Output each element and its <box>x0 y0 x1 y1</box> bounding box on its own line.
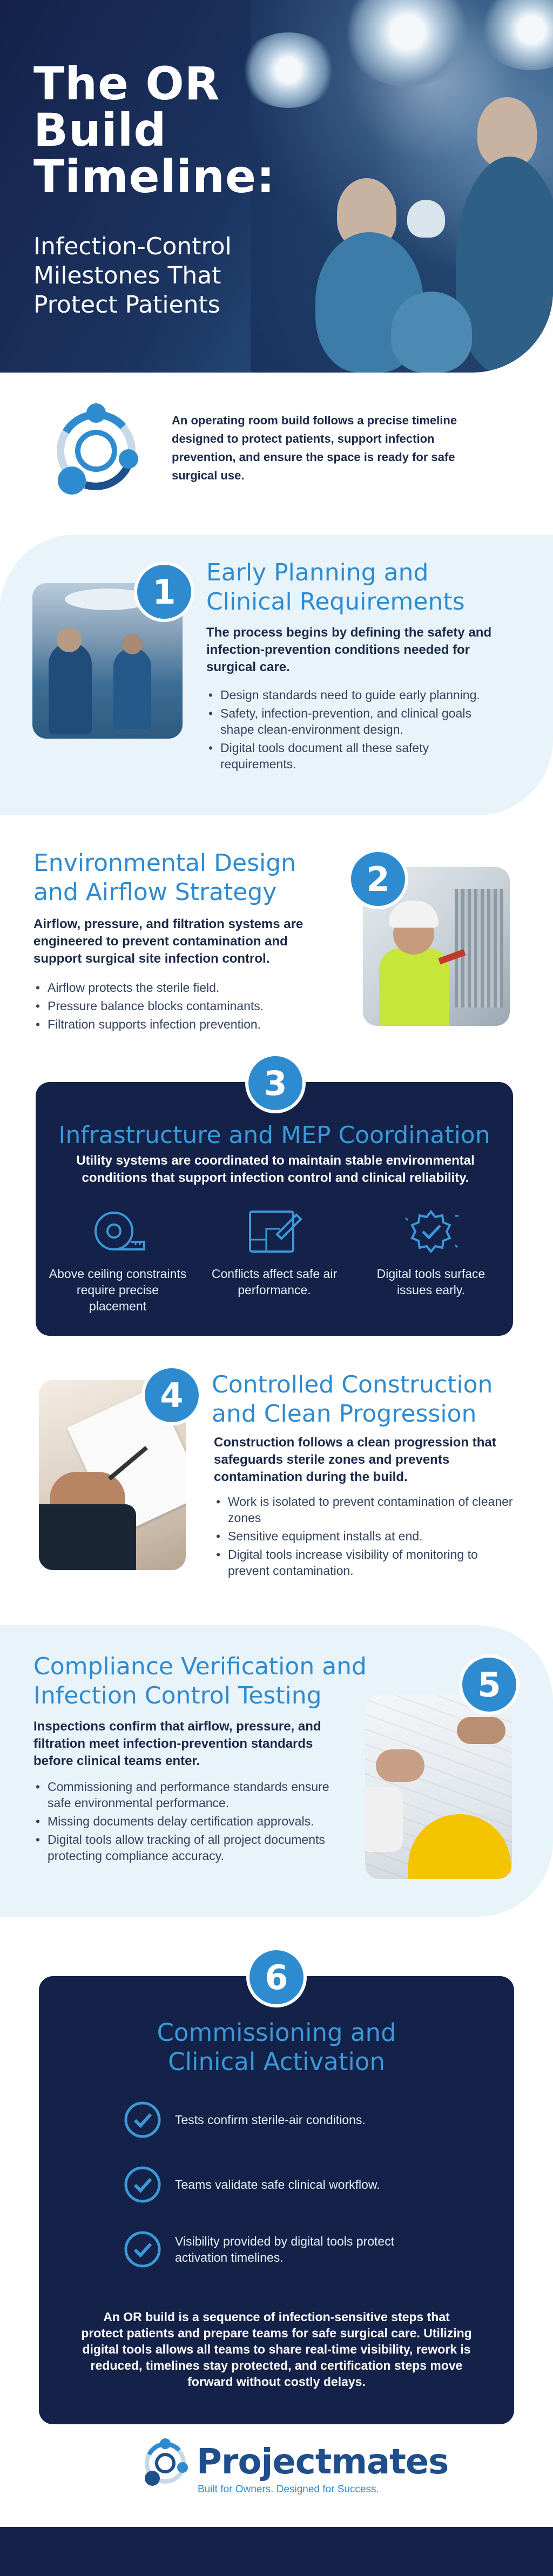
step-2-number-badge: 2 <box>348 849 408 909</box>
check-circle-icon <box>124 2231 161 2268</box>
feature-above-ceiling: Above ceiling constraints require precis… <box>48 1207 188 1314</box>
brand-logo: Projectmates <box>139 2436 449 2488</box>
check-item: Visibility provided by digital tools pro… <box>123 2230 402 2269</box>
projectmates-logo-icon <box>145 2438 188 2486</box>
list-item: Missing documents delay certification ap… <box>33 1813 352 1829</box>
brand-name: Projectmates <box>197 2442 449 2482</box>
check-item: Teams validate safe clinical workflow. <box>123 2165 380 2204</box>
step-3-title: Infrastructure and MEP Coordination <box>58 1121 490 1149</box>
step-1-lead: The process begins by defining the safet… <box>206 625 492 674</box>
step-5-lead: Inspections confirm that airflow, pressu… <box>33 1719 321 1768</box>
hero-subtitle: Infection-Control Milestones That Protec… <box>33 233 232 319</box>
blueprint-icon <box>249 1211 302 1253</box>
check-item: Tests confirm sterile-air conditions. <box>123 2100 366 2139</box>
list-item: Safety, infection-prevention, and clinic… <box>206 705 487 738</box>
hero-title: The OR Build Timeline: <box>33 57 275 203</box>
check-circle-icon <box>124 2101 161 2138</box>
step-2-lead: Airflow, pressure, and filtration system… <box>33 917 304 966</box>
list-item: Digital tools document all these safety … <box>206 740 487 772</box>
list-item: Filtration supports infection prevention… <box>33 1016 347 1032</box>
list-item: Pressure balance blocks contaminants. <box>33 998 347 1014</box>
step-4-lead: Construction follows a clean progression… <box>214 1435 496 1484</box>
step-5-title: Compliance Verification and Infection Co… <box>33 1653 367 1709</box>
hero-banner: The OR Build Timeline: Infection-Control… <box>0 0 553 373</box>
footer-bar <box>0 2527 553 2576</box>
step-4-number-badge: 4 <box>141 1365 202 1425</box>
list-item: Commissioning and performance standards … <box>33 1779 352 1811</box>
feature-conflicts: Conflicts affect safe air performance. <box>204 1207 345 1298</box>
list-item: Digital tools allow tracking of all proj… <box>33 1831 352 1864</box>
check-circle-icon <box>124 2166 161 2203</box>
cycle-logo-icon <box>57 403 138 495</box>
list-item: Sensitive equipment installs at end. <box>214 1528 516 1544</box>
step-3-lead: Utility systems are coordinated to maint… <box>76 1153 475 1185</box>
list-item: Digital tools increase visibility of mon… <box>214 1546 516 1579</box>
step-5-bullets: Commissioning and performance standards … <box>33 1779 352 1866</box>
digital-check-icon <box>404 1209 458 1254</box>
tape-measure-icon <box>95 1212 145 1250</box>
step-2-photo <box>363 867 510 1026</box>
step-3-panel <box>36 1082 513 1336</box>
step-6-panel <box>39 1976 514 2424</box>
step-1-bullets: Design standards need to guide early pla… <box>206 687 487 774</box>
step-3-number-badge: 3 <box>245 1053 306 1113</box>
intro-text: An operating room build follows a precis… <box>172 414 457 482</box>
step-5-photo <box>365 1695 512 1879</box>
brand-tagline: Built for Owners. Designed for Success. <box>198 2484 379 2495</box>
step-1-number-badge: 1 <box>134 562 194 622</box>
step-4-title: Controlled Construction and Clean Progre… <box>212 1371 493 1428</box>
step-2-bullets: Airflow protects the sterile field. Pres… <box>33 979 347 1035</box>
operating-room-photo <box>240 0 553 373</box>
list-item: Work is isolated to prevent contaminatio… <box>214 1493 516 1526</box>
step-1-title: Early Planning and Clinical Requirements <box>206 559 465 616</box>
step-2-title: Environmental Design and Airflow Strateg… <box>33 849 296 906</box>
closing-summary: An OR build is a sequence of infection-s… <box>81 2310 472 2389</box>
feature-digital-tools: Digital tools surface issues early. <box>361 1207 501 1298</box>
step-6-number-badge: 6 <box>246 1947 307 2007</box>
step-5-number-badge: 5 <box>459 1654 520 1715</box>
list-item: Airflow protects the sterile field. <box>33 979 347 996</box>
step-6-title: Commissioning and Clinical Activation <box>157 2018 396 2076</box>
step-4-photo <box>39 1380 186 1570</box>
step-4-bullets: Work is isolated to prevent contaminatio… <box>214 1493 516 1581</box>
list-item: Design standards need to guide early pla… <box>206 687 487 703</box>
